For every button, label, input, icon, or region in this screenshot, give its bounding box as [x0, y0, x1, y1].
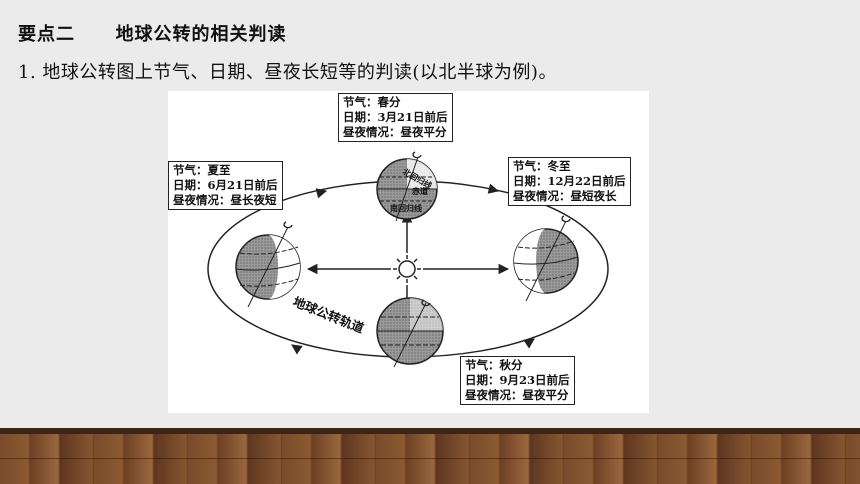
- point-description: 1. 地球公转图上节气、日期、昼夜长短等的判读(以北半球为例)。: [18, 62, 557, 83]
- infobox-autumn-equinox: 节气：秋分 日期：9月23日前后 昼夜情况：昼夜平分: [460, 356, 575, 405]
- orbit-arrow: [487, 183, 500, 194]
- infobox-winter-solstice: 节气：冬至 日期：12月22日前后 昼夜情况：昼短夜长: [508, 157, 631, 206]
- orbit-label: 地球公转轨道: [291, 294, 367, 336]
- spring-daynight: 昼夜情况：昼夜平分: [343, 125, 447, 139]
- earth-revolution-diagram: 北回归线 赤道 南回归线: [168, 91, 649, 413]
- diagram-graphic: 北回归线 赤道 南回归线: [207, 151, 609, 368]
- orbit-arrow: [315, 188, 328, 199]
- autumn-jieqi: 节气：秋分: [465, 358, 523, 372]
- globe-winter: [513, 215, 579, 302]
- winter-jieqi: 节气：冬至: [513, 159, 571, 173]
- orbit-arrow: [291, 344, 303, 355]
- sun-icon: [393, 255, 421, 283]
- spring-date: 日期：3月21日前后: [343, 110, 448, 124]
- winter-date: 日期：12月22日前后: [513, 174, 626, 188]
- autumn-daynight: 昼夜情况：昼夜平分: [465, 388, 569, 402]
- infobox-spring-equinox: 节气：春分 日期：3月21日前后 昼夜情况：昼夜平分: [338, 93, 453, 142]
- section-label: 要点二: [18, 24, 75, 45]
- infobox-summer-solstice: 节气：夏至 日期：6月21日前后 昼夜情况：昼长夜短: [168, 161, 283, 210]
- globe-autumn: [376, 297, 444, 368]
- summer-daynight: 昼夜情况：昼长夜短: [173, 193, 277, 207]
- spring-jieqi: 节气：春分: [343, 95, 401, 109]
- autumn-date: 日期：9月23日前后: [465, 373, 570, 387]
- orbit-arrow: [523, 338, 535, 349]
- wooden-floor-decoration: [0, 428, 860, 484]
- section-title: 地球公转的相关判读: [115, 24, 287, 45]
- summer-jieqi: 节气：夏至: [173, 163, 231, 177]
- globe-label-tropic-capricorn: 南回归线: [390, 203, 422, 213]
- globe-spring: 北回归线 赤道 南回归线: [376, 151, 438, 222]
- globe-summer: [235, 221, 301, 308]
- summer-date: 日期：6月21日前后: [173, 178, 278, 192]
- globe-label-equator: 赤道: [412, 186, 428, 196]
- section-heading: 要点二 地球公转的相关判读: [18, 20, 287, 46]
- winter-daynight: 昼夜情况：昼短夜长: [513, 189, 617, 203]
